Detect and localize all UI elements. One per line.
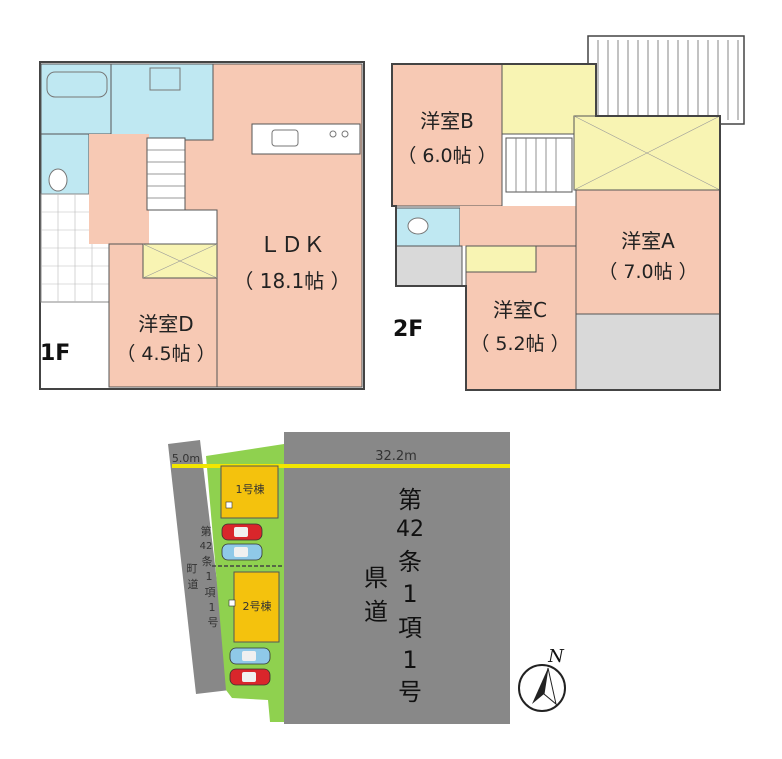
building-1 xyxy=(220,465,279,519)
car-blue-icon xyxy=(221,543,263,561)
car-blue-icon xyxy=(229,647,271,665)
hall-2f xyxy=(460,206,576,246)
building-2-label: 2号棟 xyxy=(243,599,272,613)
car-red-icon xyxy=(221,523,263,541)
entrance-marker-1 xyxy=(225,501,233,509)
site-map: 5.0m 32.2m 1号棟 2号棟 第 42 条 xyxy=(168,432,566,724)
town-road xyxy=(168,440,230,694)
closet-room-c xyxy=(465,245,537,273)
entrance-marker-2 xyxy=(228,599,236,607)
roof-balcony xyxy=(587,35,745,125)
balcony-right xyxy=(575,313,721,391)
town-road-char: 1 xyxy=(206,570,213,583)
balcony-left xyxy=(395,245,463,287)
room-b-size: （ 6.0帖 ） xyxy=(397,145,496,167)
town-road-char: 条 xyxy=(202,554,213,568)
stove-burner-icon xyxy=(341,130,349,138)
floor1-tag: 1F xyxy=(40,341,70,366)
kitchen-counter xyxy=(251,123,361,155)
room-c-label: 洋室C xyxy=(493,298,547,322)
north-arrow-icon: N xyxy=(518,646,566,712)
pref-road-char: 県 xyxy=(364,564,388,592)
town-road-char: 第 xyxy=(201,524,212,538)
pref-road-char: 第 xyxy=(398,486,422,514)
north-label: N xyxy=(547,646,565,667)
bathroom xyxy=(40,63,112,135)
town-road-char: 町 xyxy=(187,562,198,575)
roof-balcony-lines xyxy=(597,40,739,120)
sink-icon xyxy=(271,129,299,147)
car-red-icon xyxy=(229,668,271,686)
pref-road-char: 道 xyxy=(364,598,388,626)
room-c-size: （ 5.2帖 ） xyxy=(470,333,569,355)
town-road-width: 5.0m xyxy=(172,452,200,465)
town-road-char: 42 xyxy=(200,541,213,552)
floor2-tag: 2F xyxy=(393,317,423,342)
pref-road-char: 1 xyxy=(402,580,417,608)
stair-steps-1f xyxy=(147,149,185,199)
stair-steps-2f xyxy=(515,138,557,192)
ldk-size: （ 18.1帖 ） xyxy=(233,269,350,293)
town-road-char: 1 xyxy=(209,601,216,614)
pref-road-width: 32.2m xyxy=(375,449,417,464)
floor1-outer-wall xyxy=(39,61,365,390)
floor2-outer-wall xyxy=(391,63,721,391)
stairs-2f xyxy=(505,137,573,193)
floor1-plan: ＬＤＫ （ 18.1帖 ） 洋室D （ 4.5帖 ） 1F xyxy=(39,61,365,390)
washbasin-icon xyxy=(149,67,181,91)
building-2 xyxy=(233,571,280,643)
pref-road-char: 42 xyxy=(396,517,424,542)
room-b-label: 洋室B xyxy=(420,109,474,133)
room-d-label: 洋室D xyxy=(138,312,193,336)
toilet-icon xyxy=(48,168,68,192)
pref-road-label: 第 42 条 1 項 1 号 県 道 xyxy=(364,486,424,706)
pref-road-char: 条 xyxy=(398,548,422,576)
town-road-label: 第 42 条 1 項 1 号 町 道 xyxy=(187,524,219,629)
pref-road-char: 項 xyxy=(398,614,422,642)
room-a-size: （ 7.0帖 ） xyxy=(598,261,697,283)
ldk-label: ＬＤＫ xyxy=(259,233,325,258)
room-b xyxy=(391,63,503,207)
town-road-char: 項 xyxy=(205,586,216,599)
building-1-label: 1号棟 xyxy=(236,482,265,496)
prefectural-road xyxy=(284,432,510,724)
town-road-char: 号 xyxy=(208,616,219,629)
hall-1f xyxy=(89,134,149,244)
toilet-icon xyxy=(407,217,429,235)
town-road-char: 道 xyxy=(188,577,199,591)
pref-road-char: 号 xyxy=(398,678,422,706)
room-a-label: 洋室A xyxy=(621,229,675,253)
bathtub-icon xyxy=(46,71,108,98)
washroom xyxy=(110,63,214,141)
stove-burner-icon xyxy=(329,130,337,138)
room-d-size: （ 4.5帖 ） xyxy=(116,343,215,365)
pref-road-char: 1 xyxy=(402,646,417,674)
floor2-plan: 洋室B （ 6.0帖 ） 洋室A （ 7.0帖 ） 洋室C （ 5.2帖 ） 2… xyxy=(391,35,745,391)
